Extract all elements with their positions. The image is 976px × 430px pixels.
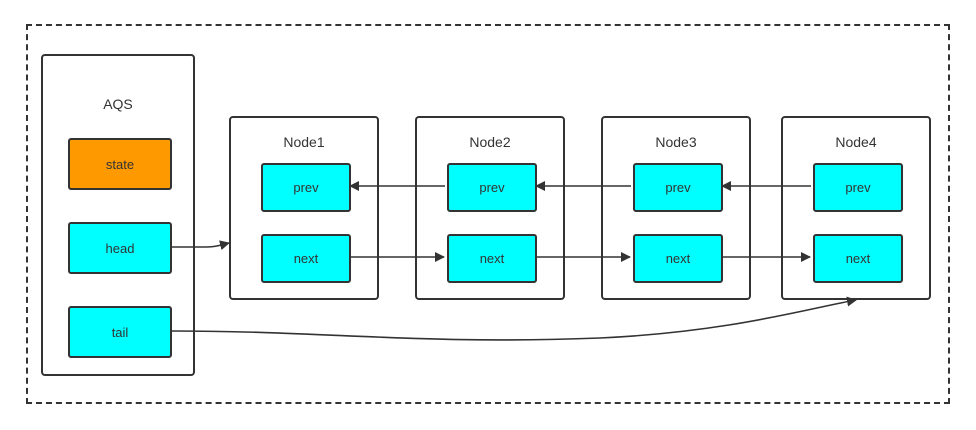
node2-title: Node2: [469, 134, 511, 150]
node1-title: Node1: [283, 134, 325, 150]
head-field: head: [68, 222, 172, 274]
node3-next-field: next: [633, 234, 723, 283]
node3-prev-field: prev: [633, 163, 723, 212]
node1-panel: Node1 prev next: [229, 116, 379, 300]
state-field: state: [68, 138, 172, 190]
aqs-panel: AQS state head tail: [41, 54, 195, 376]
node4-next-field: next: [813, 234, 903, 283]
node4-panel: Node4 prev next: [781, 116, 931, 300]
node2-panel: Node2 prev next: [415, 116, 565, 300]
node4-prev-field: prev: [813, 163, 903, 212]
diagram-frame: [26, 24, 950, 404]
node2-prev-field: prev: [447, 163, 537, 212]
node4-title: Node4: [835, 134, 877, 150]
tail-field: tail: [68, 306, 172, 358]
node1-next-field: next: [261, 234, 351, 283]
node3-panel: Node3 prev next: [601, 116, 751, 300]
node3-title: Node3: [655, 134, 697, 150]
node2-next-field: next: [447, 234, 537, 283]
aqs-title: AQS: [103, 96, 133, 112]
node1-prev-field: prev: [261, 163, 351, 212]
